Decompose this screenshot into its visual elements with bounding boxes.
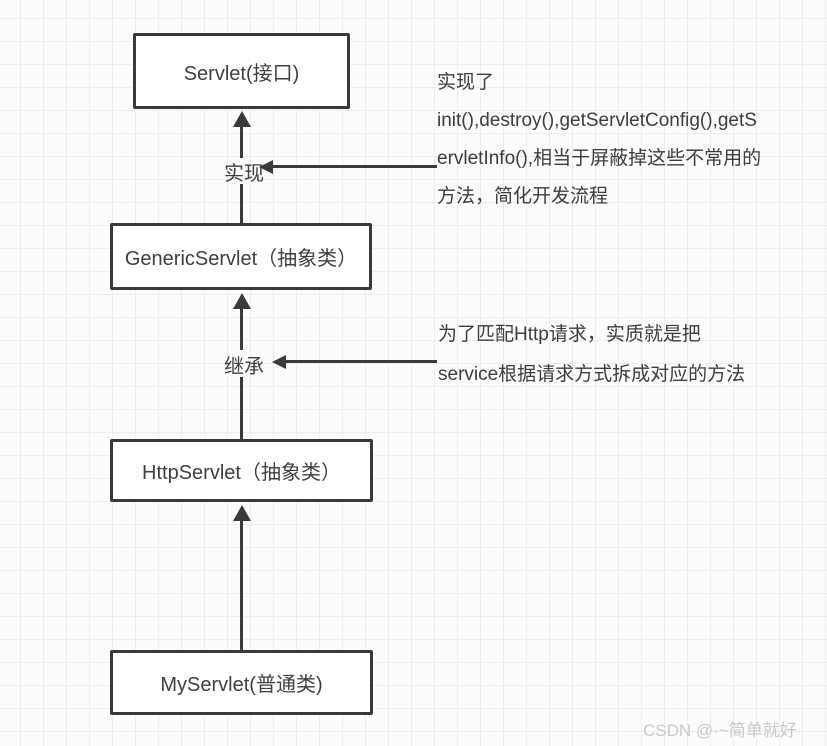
- edge-label-extend: 继承: [224, 356, 264, 378]
- node-my-servlet: MyServlet(普通类): [110, 650, 373, 715]
- edge-implement-line-upper: [240, 125, 243, 158]
- arrowhead-up-icon: [233, 293, 251, 309]
- edge-implement-line-lower: [240, 184, 243, 223]
- annotation-line: 为了匹配Http请求，实质就是把: [438, 324, 701, 345]
- edge-extend-line-upper: [240, 307, 243, 350]
- csdn-watermark: CSDN @·~简单就好: [643, 721, 797, 740]
- annotation-implement: 实现了 init(),destroy(),getServletConfig(),…: [437, 64, 761, 216]
- node-generic-servlet: GenericServlet（抽象类）: [110, 223, 372, 290]
- edge-myservlet-line: [240, 519, 243, 650]
- annotation-line: init(),destroy(),getServletConfig(),getS: [437, 110, 757, 131]
- node-http-servlet: HttpServlet（抽象类）: [110, 439, 373, 502]
- node-servlet-interface: Servlet(接口): [133, 33, 350, 109]
- node-label: Servlet(接口): [183, 62, 300, 85]
- arrowhead-left-icon: [259, 160, 273, 174]
- annotation-line: 方法，简化开发流程: [437, 186, 609, 207]
- annotation-line: service根据请求方式拆成对应的方法: [438, 364, 746, 385]
- arrowhead-up-icon: [233, 505, 251, 521]
- annotation-line: 实现了: [437, 72, 495, 93]
- edge-extend-line-lower: [240, 377, 243, 439]
- arrowhead-left-icon: [272, 355, 286, 369]
- annotation-pointer-line-2: [284, 360, 437, 363]
- arrowhead-up-icon: [233, 111, 251, 127]
- annotation-line: ervletInfo(),相当于屏蔽掉这些不常用的: [437, 148, 762, 169]
- node-label: MyServlet(普通类): [160, 674, 323, 696]
- annotation-extend: 为了匹配Http请求，实质就是把 service根据请求方式拆成对应的方法: [438, 315, 745, 395]
- edge-label-implement: 实现: [224, 163, 264, 185]
- node-label: HttpServlet（抽象类）: [142, 462, 341, 484]
- node-label: GenericServlet（抽象类）: [124, 248, 358, 270]
- annotation-pointer-line-1: [271, 165, 437, 168]
